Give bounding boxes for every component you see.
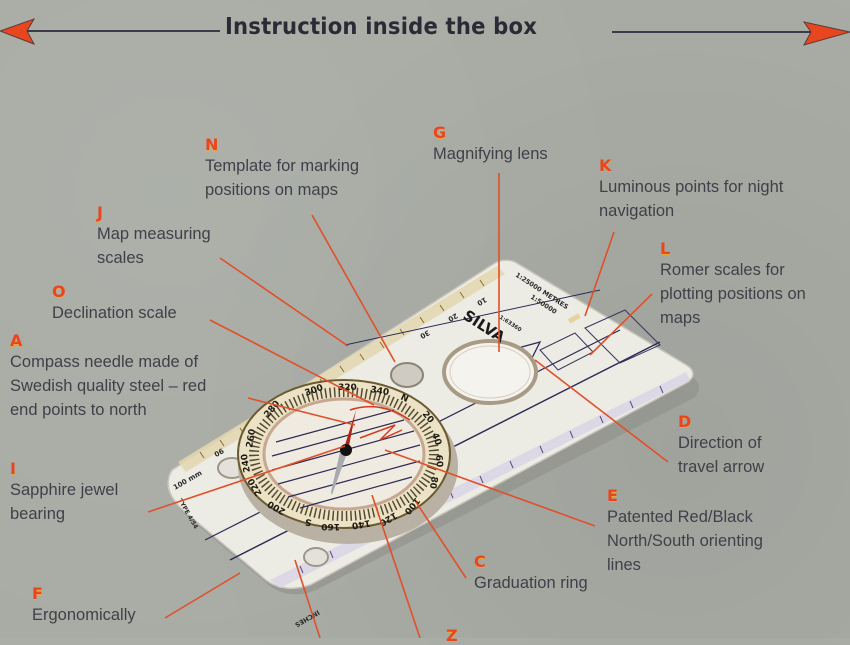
callout-text-j: Map measuring scales bbox=[97, 225, 211, 267]
ring-label-s: S bbox=[304, 516, 312, 527]
page-title: Instruction inside the box bbox=[225, 14, 538, 40]
callout-text-d: Direction of travel arrow bbox=[678, 434, 765, 476]
callout-text-g: Magnifying lens bbox=[433, 145, 548, 163]
leader-i bbox=[147, 445, 346, 513]
ring-label-80: 80 bbox=[427, 475, 439, 489]
ruler-label-90: 90 bbox=[212, 446, 225, 458]
baseplate-line-3 bbox=[344, 289, 601, 346]
callout-j: J Map measuring scales bbox=[97, 204, 211, 270]
callout-letter-o: O bbox=[52, 282, 66, 301]
callout-letter-i: I bbox=[10, 459, 16, 478]
needle-south bbox=[331, 452, 346, 495]
leader-l bbox=[589, 293, 653, 356]
luminous-point bbox=[567, 313, 581, 324]
ring-label-340: 340 bbox=[369, 385, 389, 398]
ruler-label-30: 30 bbox=[418, 328, 431, 340]
callout-letter-e: E bbox=[607, 486, 618, 505]
callout-a: A Compass needle made of Swedish quality… bbox=[10, 332, 206, 422]
callout-k: K Luminous points for night navigation bbox=[599, 157, 783, 223]
ring-label-240: 240 bbox=[240, 453, 253, 473]
callout-z: Z bbox=[446, 627, 458, 645]
ring-label-40: 40 bbox=[429, 432, 443, 447]
leader-z bbox=[371, 494, 421, 638]
travel-arrow-icon bbox=[517, 340, 542, 363]
leader-d bbox=[534, 359, 669, 463]
leader-c bbox=[415, 501, 467, 579]
callout-text-f: Ergonomically bbox=[32, 606, 136, 624]
leader-bottom-left bbox=[294, 559, 321, 638]
leader-lines bbox=[147, 173, 669, 638]
ring-label-n: N bbox=[399, 393, 410, 405]
callout-letter-l: L bbox=[660, 239, 671, 258]
callout-n: N Template for marking positions on maps bbox=[205, 136, 359, 202]
callout-f: F Ergonomically bbox=[32, 585, 136, 627]
magnifying-lens bbox=[442, 339, 538, 405]
callout-letter-f: F bbox=[32, 584, 43, 603]
callout-text-e: Patented Red/Black North/South orienting… bbox=[607, 508, 763, 574]
template-hole-small-2 bbox=[303, 547, 329, 567]
leader-f bbox=[164, 572, 241, 619]
callout-text-c: Graduation ring bbox=[474, 574, 588, 592]
red-orienting-arrow bbox=[349, 405, 411, 441]
callout-i: I Sapphire jewel bearing bbox=[10, 460, 118, 526]
callout-text-o: Declination scale bbox=[52, 304, 177, 322]
ruler-label-10: 10 bbox=[475, 295, 488, 307]
callout-c: C Graduation ring bbox=[474, 553, 588, 595]
callout-o: O Declination scale bbox=[52, 283, 177, 325]
needle-pivot bbox=[340, 444, 352, 456]
ring-label-140: 140 bbox=[351, 517, 371, 530]
callout-e: E Patented Red/Black North/South orienti… bbox=[607, 487, 763, 577]
ruler-label-20: 20 bbox=[446, 311, 459, 323]
ring-label-160: 160 bbox=[321, 521, 340, 531]
callout-letter-d: D bbox=[678, 412, 692, 431]
callout-text-l: Romer scales for plotting positions on m… bbox=[660, 261, 806, 327]
template-hole bbox=[390, 362, 424, 388]
callout-d: D Direction of travel arrow bbox=[678, 413, 764, 479]
callout-letter-n: N bbox=[205, 135, 219, 154]
ring-label-260: 260 bbox=[245, 428, 258, 448]
ring-label-320: 320 bbox=[338, 383, 357, 393]
leader-k bbox=[584, 231, 615, 317]
callout-letter-z: Z bbox=[446, 626, 458, 645]
callout-text-i: Sapphire jewel bearing bbox=[10, 481, 119, 523]
callout-letter-c: C bbox=[474, 552, 486, 571]
compass-illustration: N 20 40 60 80 100 120 140 160 S 200 220 … bbox=[167, 259, 700, 629]
leader-e bbox=[384, 449, 596, 527]
callout-letter-j: J bbox=[97, 203, 103, 222]
leader-n bbox=[311, 214, 396, 363]
right-arrowhead-icon bbox=[802, 21, 850, 46]
callout-letter-k: K bbox=[599, 156, 612, 175]
left-arrowhead-icon bbox=[0, 18, 36, 45]
callout-text-a: Compass needle made of Swedish quality s… bbox=[10, 353, 207, 419]
callout-l: L Romer scales for plotting positions on… bbox=[660, 240, 806, 330]
leader-a bbox=[247, 397, 356, 426]
callout-g: G Magnifying lens bbox=[433, 124, 548, 166]
needle-north bbox=[344, 410, 356, 451]
callout-letter-g: G bbox=[433, 123, 447, 142]
callout-text-n: Template for marking positions on maps bbox=[205, 157, 360, 199]
callout-text-k: Luminous points for night navigation bbox=[599, 178, 784, 220]
leader-j bbox=[219, 257, 349, 347]
ring-label-60: 60 bbox=[433, 454, 444, 467]
callout-letter-a: A bbox=[10, 331, 23, 350]
leader-o bbox=[209, 319, 375, 406]
